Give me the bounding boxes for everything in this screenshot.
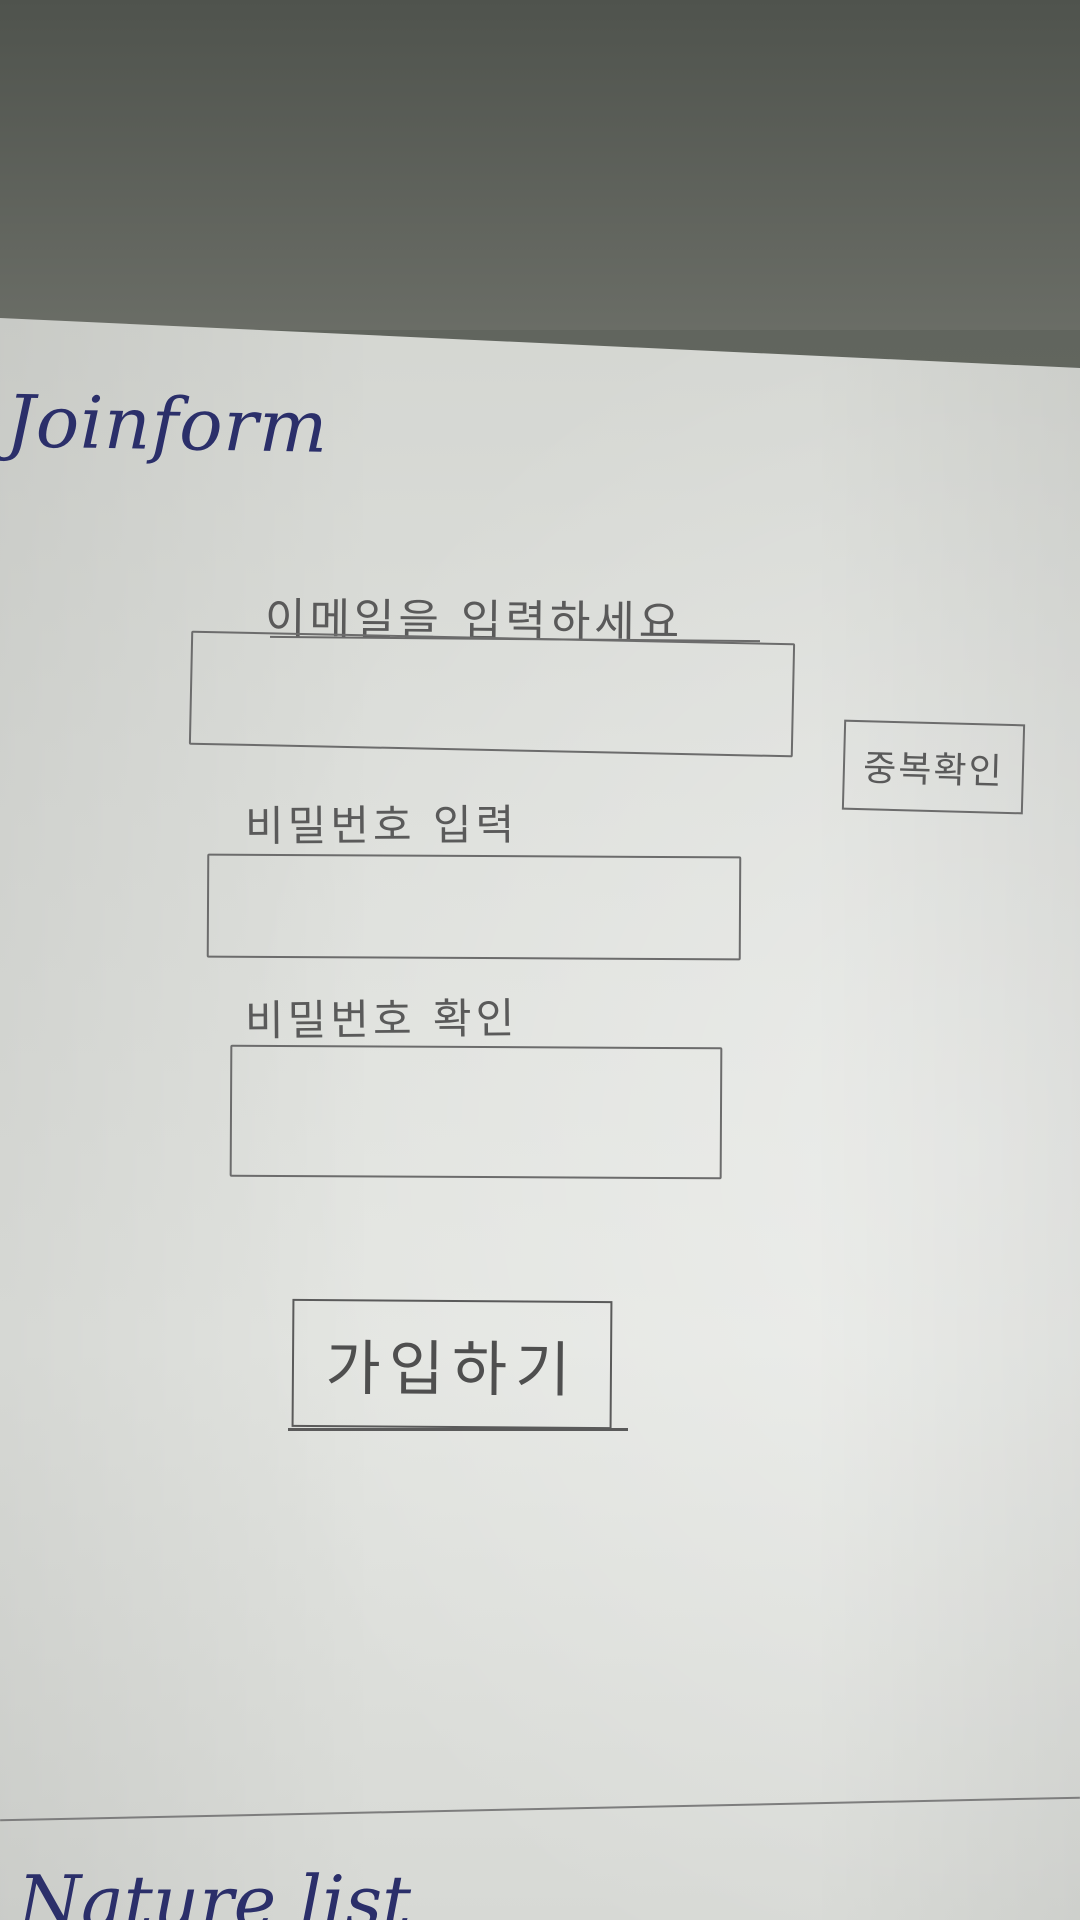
password-label: 비밀번호 입력 bbox=[244, 800, 519, 851]
duplicate-check-button[interactable]: 중복확인 bbox=[841, 719, 1026, 815]
password-confirm-field[interactable] bbox=[229, 1044, 723, 1180]
join-button[interactable]: 가입하기 bbox=[291, 1298, 613, 1430]
page-title: Joinform bbox=[5, 379, 330, 469]
join-button-underline bbox=[288, 1428, 628, 1431]
desk-background bbox=[0, 0, 1080, 330]
password-confirm-label: 비밀번호 확인 bbox=[244, 993, 519, 1046]
email-field[interactable] bbox=[188, 630, 796, 758]
password-field[interactable] bbox=[206, 853, 742, 961]
next-section-title: Nature list bbox=[18, 1860, 412, 1920]
